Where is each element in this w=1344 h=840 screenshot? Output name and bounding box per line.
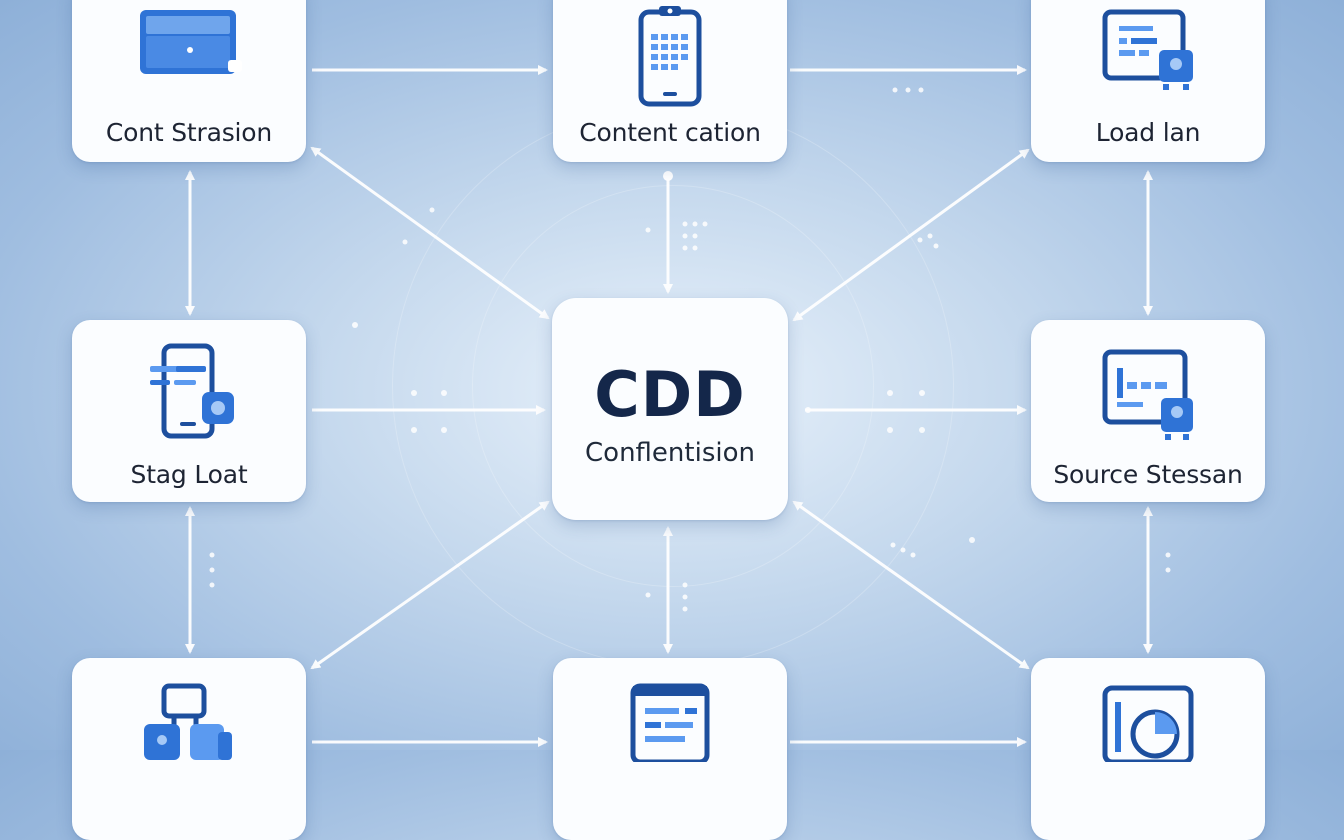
node-bottom-right[interactable] [1031,658,1265,840]
diagram-canvas: Cont Strasion Content cation [72,0,1265,762]
arrow-center-to-bottom-left [310,500,550,670]
node-mid-right[interactable]: Source Stessan [1031,320,1265,502]
node-top-right[interactable]: Load lan [1031,0,1265,162]
center-title: CDD [594,358,746,431]
document-badge-icon [150,343,234,439]
tablet-calendar-icon [638,6,702,107]
network-blocks-icon [144,683,232,760]
node-center[interactable]: CDD Conflentision [552,298,788,520]
node-mid-left[interactable]: Stag Loat [72,320,306,502]
decorative-dots [209,87,1171,612]
arrow-top-right-to-center [792,148,1030,322]
list-window-icon [630,683,710,762]
monitor-pie-icon [1102,685,1194,762]
arrow-top-left-to-center [310,146,550,320]
arrow-center-to-bottom-right [792,500,1030,670]
center-subtitle: Conflentision [585,438,755,468]
node-label: Stag Loat [130,460,248,489]
monitor-device-icon [1102,349,1193,440]
node-label: Load lan [1095,118,1201,147]
browser-window-icon [140,10,242,74]
node-label: Source Stessan [1053,460,1243,489]
connector-dot [663,171,673,181]
node-bottom-left[interactable] [72,658,306,840]
connector-layer [185,65,1171,747]
node-bottom-mid[interactable] [553,658,787,840]
monitor-device-icon [1102,9,1193,90]
node-label: Content cation [579,118,761,147]
node-top-left[interactable]: Cont Strasion [72,0,306,162]
node-label: Cont Strasion [105,118,273,147]
node-top-mid[interactable]: Content cation [553,0,787,162]
